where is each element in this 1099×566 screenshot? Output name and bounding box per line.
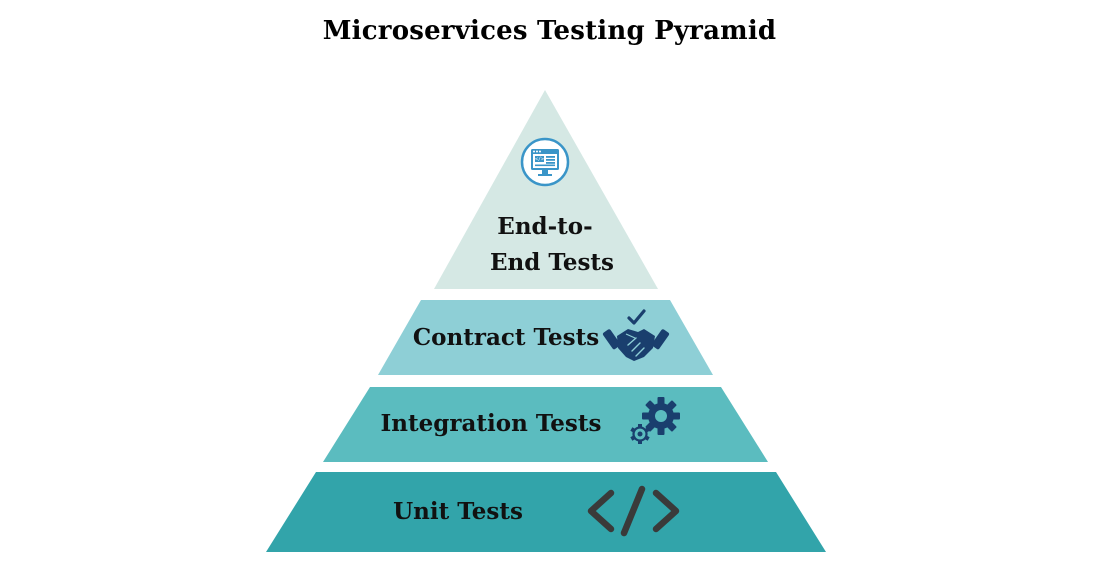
browser-window-icon: </> <box>520 137 570 187</box>
tier-end-to-end: </> End-to- End Tests <box>434 90 658 289</box>
svg-text:</>: </> <box>535 157 544 163</box>
tier-contract: Contract Tests <box>378 300 713 375</box>
tier-end-to-end-label-line-2: End Tests <box>490 249 614 276</box>
tier-integration: Integration Tests <box>323 387 768 462</box>
tier-unit-label: Unit Tests <box>393 498 523 525</box>
tier-integration-label: Integration Tests <box>381 410 602 437</box>
diagram-title: Microservices Testing Pyramid <box>322 16 777 46</box>
gears-icon <box>630 397 680 444</box>
tier-contract-label: Contract Tests <box>413 324 599 351</box>
tier-unit: Unit Tests <box>266 472 826 552</box>
handshake-check-icon <box>602 309 670 361</box>
tier-end-to-end-shape <box>434 90 658 289</box>
tier-end-to-end-label-line-1: End-to- <box>497 213 592 240</box>
code-brackets-icon <box>587 485 680 537</box>
tier-unit-shape <box>266 472 826 552</box>
